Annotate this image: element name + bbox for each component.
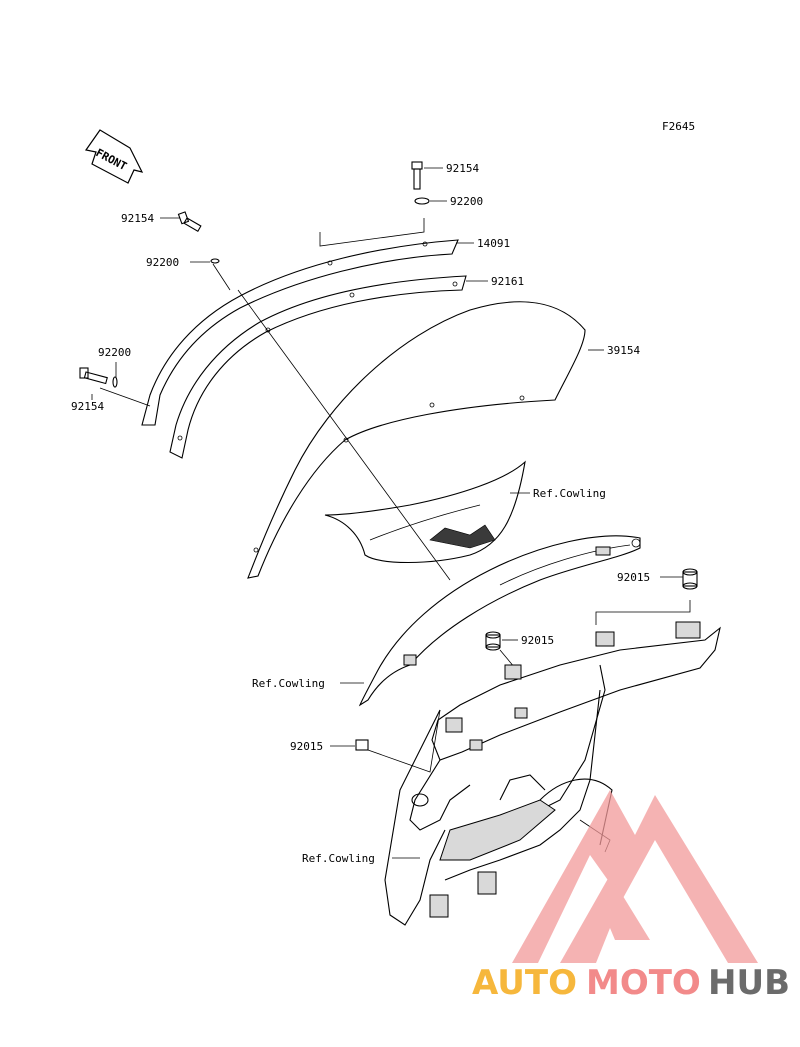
watermark-text-a: AUTO [472,963,577,1003]
label-bolt-left: 92154 [121,212,154,225]
front-arrow-icon: FRONT [84,129,144,184]
watermark-text: AUTO MOTO HUB [472,963,790,1003]
label-ref-cowling-3: Ref.Cowling [302,852,375,865]
label-ref-cowling-1: Ref.Cowling [533,487,606,500]
washer-left [210,258,220,264]
label-washer-side: 92200 [98,346,131,359]
label-bracket: 14091 [477,237,510,250]
label-bolt-side: 92154 [71,400,104,413]
bolt-side [79,367,108,385]
plate-92161 [169,275,467,459]
label-windshield: 39154 [607,344,640,357]
damper-mid [485,631,501,651]
label-washer-top: 92200 [450,195,483,208]
cowling-stay-frame [384,621,721,926]
damper-right [682,568,698,590]
damper-left [355,739,369,751]
label-bolt-top: 92154 [446,162,479,175]
label-plate: 92161 [491,275,524,288]
watermark-logo-icon [512,790,758,963]
bracket-14091 [141,239,459,426]
windshield-39154 [247,301,586,579]
inner-cowling [358,535,641,707]
bracket-bracket-lines [319,218,425,247]
label-damper-mid: 92015 [521,634,554,647]
bolt-top [411,161,443,190]
watermark-text-b: MOTO [586,963,701,1003]
washer-top [414,197,447,205]
label-damper-right: 92015 [617,571,650,584]
figure-code: F2645 [662,120,695,133]
bolt-left [177,211,202,232]
washer-side [112,376,118,388]
watermark-text-c: HUB [708,963,790,1003]
upper-cowling [324,460,526,563]
label-damper-left: 92015 [290,740,323,753]
label-ref-cowling-2: Ref.Cowling [252,677,325,690]
label-washer-left: 92200 [146,256,179,269]
